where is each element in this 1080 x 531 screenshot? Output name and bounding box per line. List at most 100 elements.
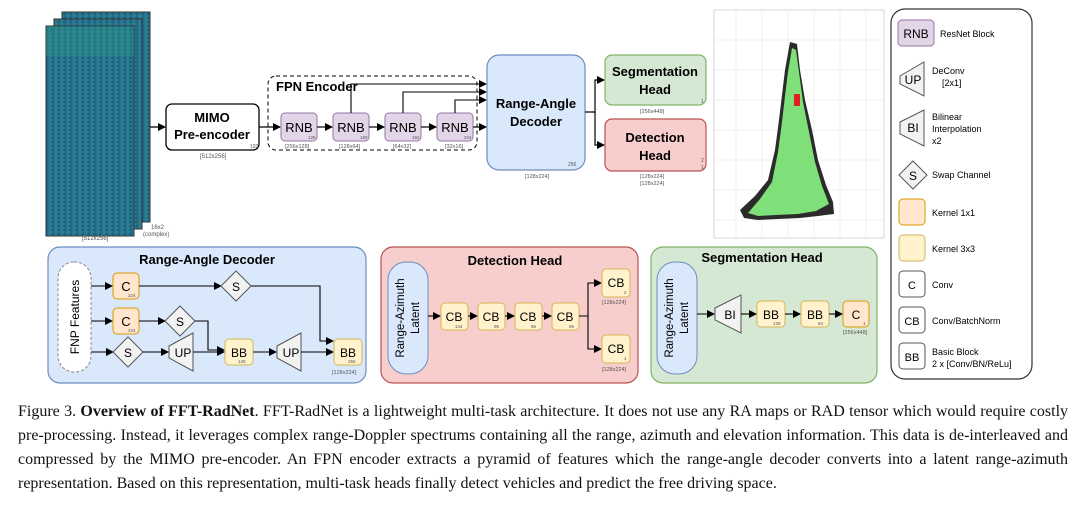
ra-conv-1[interactable]: C 224	[112, 272, 140, 300]
spectrum-channels: 16x2	[151, 225, 165, 231]
det-head-dims-b: [128x224]	[640, 181, 665, 187]
seg-head-dims: [256x448]	[640, 109, 665, 115]
svg-text:1: 1	[624, 356, 627, 361]
legend-basic-block: BB Basic Block 2 x [Conv/BN/ReLu]	[898, 342, 1012, 370]
svg-text:CB: CB	[904, 316, 919, 328]
svg-text:Conv: Conv	[932, 280, 954, 290]
figure-caption: Figure 3. Overview of FFT-RadNet. FFT-Ra…	[18, 400, 1068, 496]
ra-basic-block-1[interactable]: BB 128	[224, 338, 254, 366]
det-cb-top[interactable]: CB 2	[601, 268, 631, 298]
ra-panel-title: Range-Angle Decoder	[139, 252, 275, 267]
svg-text:BB: BB	[905, 352, 920, 364]
svg-text:BI: BI	[907, 121, 918, 135]
seg-panel-title: Segmentation Head	[701, 250, 822, 265]
legend-upconv: UP DeConv [2x1]	[899, 61, 965, 97]
svg-text:CB: CB	[446, 310, 463, 324]
det-cb-3[interactable]: CB 96	[514, 302, 543, 331]
legend-panel	[890, 8, 1033, 380]
svg-text:S: S	[909, 169, 917, 183]
segmentation-head[interactable]	[604, 54, 707, 106]
ra-conv-2[interactable]: C 224	[112, 307, 140, 335]
det-head-channels-b: 1	[701, 165, 704, 171]
svg-text:2: 2	[624, 290, 627, 295]
skip-rnb3	[402, 88, 487, 113]
ra-upconv-1[interactable]: UP	[168, 332, 194, 372]
fpn-rnb-4-dims: [32x16]	[445, 144, 464, 150]
fnp-features-input	[57, 261, 92, 373]
det-cb-1[interactable]: CB 144	[440, 302, 469, 331]
fpn-rnb-3[interactable]: RNB 192	[384, 112, 422, 142]
caption-body: . FFT-RadNet is a lightweight multi-task…	[18, 403, 1069, 492]
svg-text:CB: CB	[483, 310, 500, 324]
seg-bilinear[interactable]: BI	[714, 294, 742, 334]
free-space-prediction-image	[713, 9, 885, 239]
svg-text:96: 96	[494, 324, 500, 329]
svg-text:CB: CB	[608, 276, 625, 290]
seg-basic-block-1[interactable]: BB 128	[756, 300, 786, 328]
svg-text:CB: CB	[608, 342, 625, 356]
range-angle-decoder[interactable]	[486, 54, 586, 171]
seg-conv[interactable]: C 1	[842, 300, 870, 328]
legend-bilinear: BI Bilinear Interpolation x2	[899, 109, 982, 147]
det-cb-2[interactable]: CB 96	[477, 302, 506, 331]
ra-swap-2[interactable]: S	[164, 305, 196, 337]
fpn-rnb-1-dims: [256x128]	[285, 144, 310, 150]
det-head-channels-a: 2	[701, 158, 704, 164]
legend-conv-batchnorm: CB Conv/BatchNorm	[898, 306, 1001, 334]
fpn-encoder-group	[267, 75, 478, 151]
ra-basic-block-2[interactable]: BB 256	[333, 338, 363, 366]
svg-text:x2: x2	[932, 136, 942, 146]
det-cb-4[interactable]: CB 96	[551, 302, 580, 331]
seg-head-channels: 1	[701, 99, 704, 105]
svg-text:BB: BB	[807, 308, 823, 322]
mimo-label-2: Pre-encoder	[174, 127, 250, 142]
fpn-rnb-1[interactable]: RNB 128	[280, 112, 318, 142]
ra-upconv-2[interactable]: UP	[276, 332, 302, 372]
mimo-channels: 192	[250, 144, 259, 150]
svg-text:224: 224	[128, 293, 136, 298]
ra-swap-1[interactable]: S	[220, 270, 252, 302]
fpn-rnb-2-dims: [128x64]	[339, 144, 361, 150]
ra-bb2-dims: [128x224]	[332, 370, 357, 376]
svg-text:Interpolation: Interpolation	[932, 124, 982, 134]
ra-decoder-panel	[47, 246, 367, 384]
arrow-cb4-cbtop	[579, 279, 602, 317]
fpn-rnb-2[interactable]: RNB 160	[332, 112, 370, 142]
mimo-label-1: MIMO	[194, 110, 229, 125]
svg-text:DeConv: DeConv	[932, 66, 965, 76]
svg-text:Swap Channel: Swap Channel	[932, 170, 991, 180]
architecture-diagram: [512x256] 16x2 (complex) MIMO Pre-encode…	[45, 8, 1033, 384]
fpn-rnb-4[interactable]: RNB 224	[436, 112, 474, 142]
svg-text:160: 160	[360, 135, 368, 140]
legend-kernel-3x3: Kernel 3x3	[898, 234, 975, 262]
svg-text:128: 128	[773, 321, 781, 326]
svg-text:224: 224	[128, 328, 136, 333]
det-cb-bottom-dims: [128x224]	[602, 367, 627, 373]
seg-basic-block-2[interactable]: BB 64	[800, 300, 830, 328]
legend-swap: S Swap Channel	[898, 160, 991, 190]
svg-text:RNB: RNB	[441, 120, 468, 135]
svg-text:2 x [Conv/BN/ReLu]: 2 x [Conv/BN/ReLu]	[932, 359, 1012, 369]
seg-latent-label-1: Range-Azimuth	[664, 278, 676, 357]
svg-text:Bilinear: Bilinear	[932, 112, 962, 122]
svg-text:Basic Block: Basic Block	[932, 347, 979, 357]
svg-text:CB: CB	[520, 310, 537, 324]
ra-decoder-label-2: Decoder	[510, 114, 562, 129]
fpn-encoder-title: FPN Encoder	[276, 79, 358, 94]
seg-head-label-2: Head	[639, 82, 671, 97]
svg-text:Conv/BatchNorm: Conv/BatchNorm	[932, 316, 1001, 326]
svg-text:BI: BI	[724, 308, 735, 322]
seg-conv-dims: [256x448]	[843, 330, 868, 336]
det-cb-bottom[interactable]: CB 1	[601, 334, 631, 364]
caption-label: Figure 3.	[18, 403, 77, 420]
svg-text:S: S	[124, 346, 132, 360]
ra-swap-3[interactable]: S	[112, 336, 144, 368]
det-latent-label-2: Latent	[410, 301, 422, 334]
seg-head-label-1: Segmentation	[612, 64, 698, 79]
svg-text:128: 128	[308, 135, 316, 140]
detection-head[interactable]	[604, 118, 707, 172]
spectrum-dims: [512x256]	[82, 236, 109, 242]
svg-text:UP: UP	[905, 73, 922, 87]
range-doppler-spectrum	[45, 11, 151, 237]
arrow-decoder-seg	[585, 76, 605, 113]
